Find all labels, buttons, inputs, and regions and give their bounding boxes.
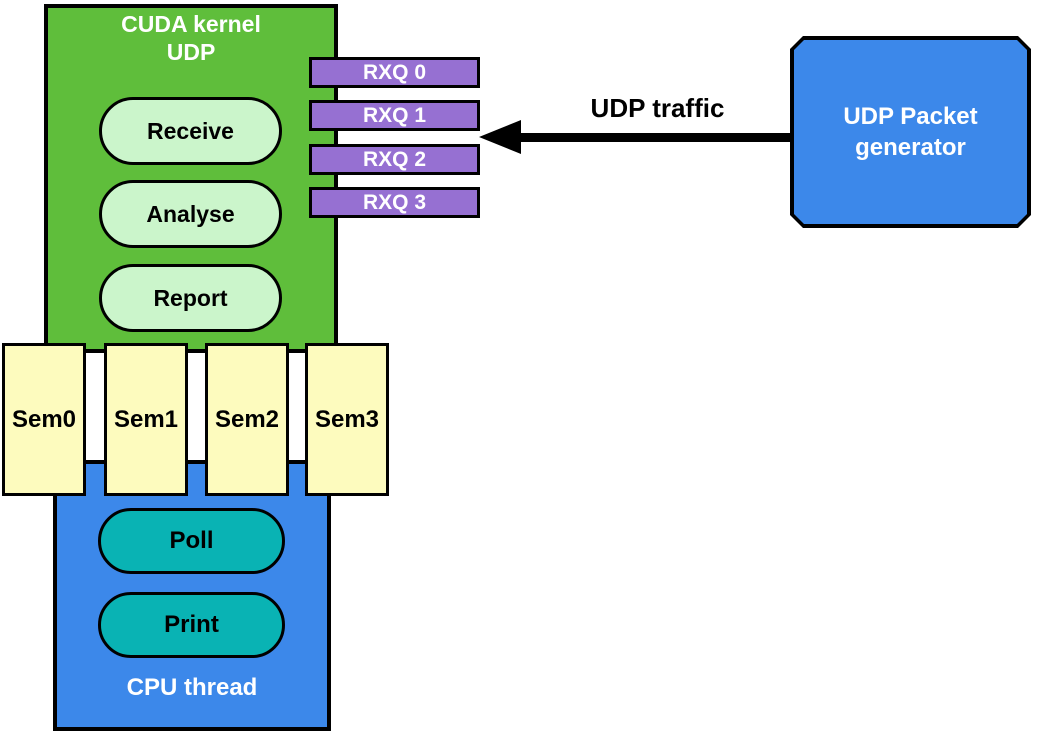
rx-queue-0-label: RXQ 0 [362,60,427,84]
stage-report-label: Report [153,284,228,311]
udp-traffic-arrowhead-icon [479,120,521,154]
udp-traffic-label: UDP traffic [590,93,725,123]
cuda-kernel-title-line2: UDP [166,39,216,65]
semaphore-0: Sem0 [2,343,86,496]
rx-queue-3: RXQ 3 [309,187,480,218]
udp-packet-generator-block: UDP Packet generator [790,36,1031,228]
semaphore-2: Sem2 [205,343,289,496]
udp-packet-generator-line2: generator [855,134,966,161]
udp-packet-generator-body: UDP Packet generator [794,40,1027,224]
semaphore-1: Sem1 [104,343,188,496]
semaphore-3: Sem3 [305,343,389,496]
cpu-stage-poll-label: Poll [169,527,214,554]
cuda-kernel-title-line1: CUDA kernel [121,11,261,37]
cuda-kernel-title: CUDA kernel UDP [44,10,338,66]
rx-queue-2-label: RXQ 2 [362,147,427,171]
rx-queue-3-label: RXQ 3 [362,190,427,214]
cpu-thread-title: CPU thread [126,674,258,701]
rx-queue-1: RXQ 1 [309,100,480,131]
stage-analyse: Analyse [99,180,282,248]
stage-receive: Receive [99,97,282,165]
stage-analyse-label: Analyse [146,200,235,227]
semaphore-3-label: Sem3 [314,405,380,433]
semaphore-2-label: Sem2 [214,405,280,433]
stage-report: Report [99,264,282,332]
cpu-stage-print: Print [98,592,285,658]
cpu-stage-print-label: Print [164,611,219,638]
rx-queue-2: RXQ 2 [309,144,480,175]
semaphore-1-label: Sem1 [113,405,179,433]
udp-packet-generator-line1: UDP Packet [843,103,978,130]
cpu-stage-poll: Poll [98,508,285,574]
rx-queue-1-label: RXQ 1 [362,103,427,127]
semaphore-0-label: Sem0 [11,405,77,433]
udp-traffic-arrow-shaft [514,133,792,142]
stage-receive-label: Receive [147,117,234,144]
rx-queue-0: RXQ 0 [309,57,480,88]
